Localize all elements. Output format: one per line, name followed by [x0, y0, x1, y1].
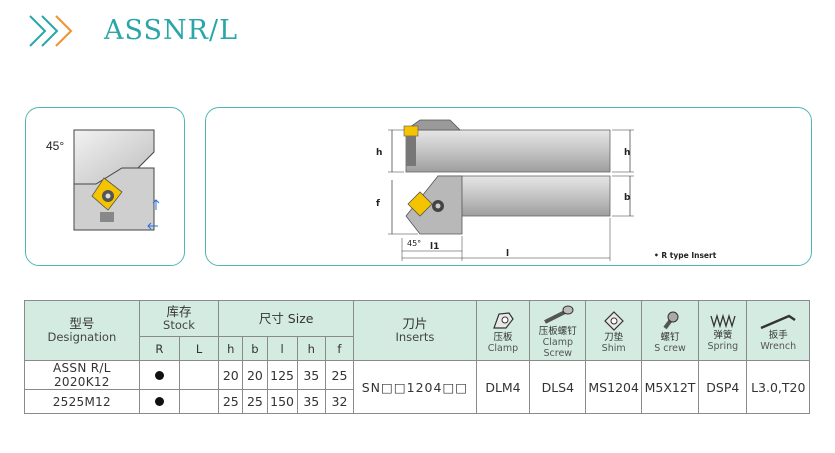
stock-header: 库存 Stock [138, 300, 220, 337]
designation-cell: ASSN R/L 2020K12 [24, 360, 140, 390]
size-header: 尺寸 Size [218, 300, 355, 337]
size-b-cell: 20 [242, 360, 268, 390]
insert-cell: SN□□1204□□ [353, 360, 477, 414]
angle-diagram-panel: 45° [25, 107, 185, 266]
clamp-screw-icon [543, 305, 574, 324]
size-f-cell: 25 [324, 360, 355, 390]
size-col-h: h [218, 336, 244, 361]
designation-header: 型号 Designation [24, 300, 140, 361]
clamp-cell: DLM4 [475, 360, 531, 414]
shim-header: 刀垫 Shim [585, 300, 642, 361]
inserts-header: 刀片 Inserts [353, 300, 477, 361]
screw-header: 螺钉 S crew [640, 300, 700, 361]
wrench-icon [760, 314, 796, 329]
size-col-f: f [324, 336, 355, 361]
dim-l: l [506, 249, 509, 259]
stock-r-cell [138, 389, 180, 414]
dim-b: b [624, 193, 631, 203]
shim-cell: MS1204 [585, 360, 642, 414]
screw-cell: M5X12T [640, 360, 700, 414]
angle-diagram: 45° [46, 129, 160, 231]
table-row: 2525M12 25 25 150 35 32 [24, 389, 810, 414]
tool-drawing: h h f b 45° l1 l • R type Insert [376, 119, 717, 261]
size-h2-cell: 35 [296, 389, 326, 414]
dim-h-right: h [624, 148, 630, 158]
clamp-screw-cell: DLS4 [529, 360, 587, 414]
in-stock-dot [154, 397, 164, 406]
dim-h-left: h [376, 148, 382, 158]
spring-cell: DSP4 [698, 360, 748, 414]
stock-l-header: L [178, 336, 220, 361]
size-l-cell: 125 [266, 360, 298, 390]
in-stock-dot [154, 370, 164, 380]
size-h-cell: 20 [218, 360, 244, 390]
size-f-cell: 32 [324, 389, 355, 414]
r-type-note: • R type Insert [654, 251, 717, 260]
stock-r-header: R [138, 336, 180, 361]
angle-label: 45° [46, 139, 64, 153]
dim-f: f [376, 199, 380, 209]
screw-icon [663, 311, 679, 329]
stock-l-cell [178, 360, 220, 390]
size-l-cell: 150 [266, 389, 298, 414]
tool-diagram-panel: h h f b 45° l1 l • R type Insert [205, 107, 812, 266]
size-col-l: l [266, 336, 298, 361]
size-h2-cell: 35 [296, 360, 326, 390]
clamp-header: 压板 Clamp [475, 300, 531, 361]
size-col-b: b [242, 336, 268, 361]
shim-icon [603, 310, 624, 331]
stock-l-cell [178, 389, 220, 414]
designation-cell: 2525M12 [24, 389, 140, 414]
clamp-icon [493, 311, 514, 329]
spring-icon [710, 313, 736, 328]
size-h-cell: 25 [218, 389, 244, 414]
table-row: ASSN R/L 2020K12 20 20 125 35 25 SN□□120… [24, 360, 810, 414]
page-title: ASSNR/L [104, 15, 238, 46]
wrench-cell: L3.0,T20 [746, 360, 810, 414]
spring-header: 弹簧 Spring [698, 300, 748, 361]
clamp-screw-header: 压板螺钉 Clamp Screw [529, 300, 587, 361]
title-chevron-icon [29, 15, 73, 47]
stock-r-cell [138, 360, 180, 390]
wrench-header: 扳手 Wrench [746, 300, 810, 361]
size-col-h2: h [296, 336, 326, 361]
dim-angle: 45° [407, 239, 421, 248]
size-b-cell: 25 [242, 389, 268, 414]
dim-l1: l1 [430, 242, 439, 252]
spec-table: 型号 Designation 库存 Stock 尺寸 Size 刀片 Inser… [24, 300, 810, 414]
